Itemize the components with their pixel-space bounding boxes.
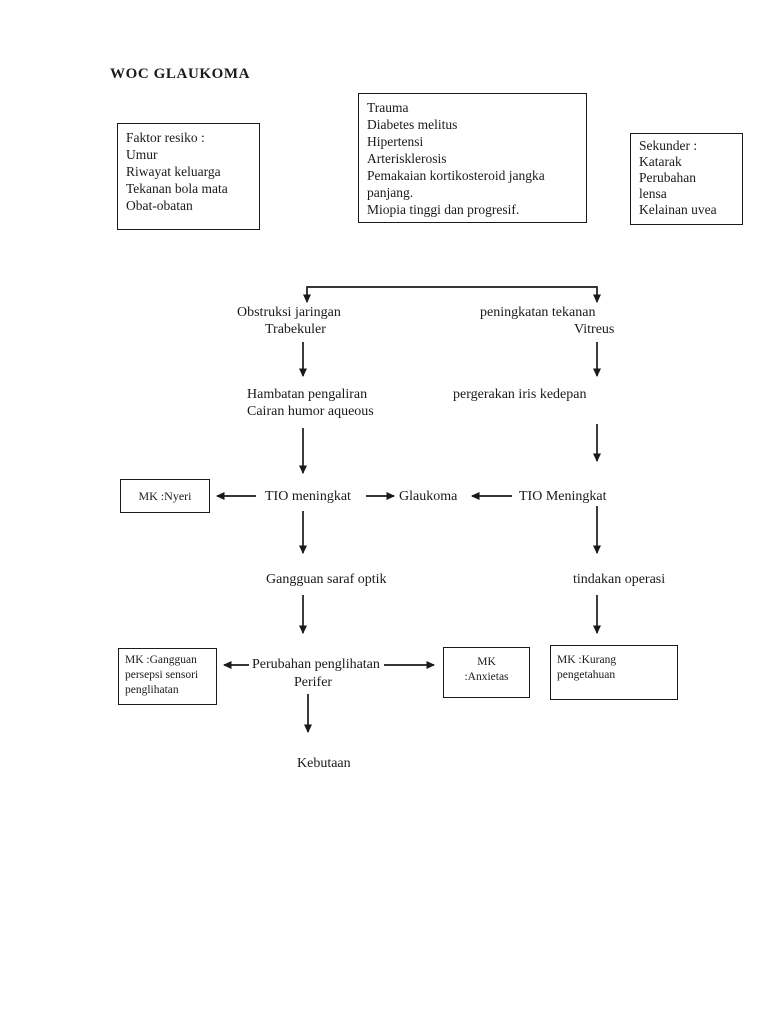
node-tio-meningkat-right: TIO Meningkat bbox=[519, 489, 607, 504]
trigger-factor-line: Diabetes melitus bbox=[367, 117, 458, 132]
risk-factor-line: Umur bbox=[126, 147, 158, 162]
secondary-cause-line: Kelainan uvea bbox=[639, 202, 717, 217]
trigger-factor-line: Pemakaian kortikosteroid jangka panjang. bbox=[367, 168, 545, 200]
arrow-top-bracket bbox=[303, 286, 601, 303]
node-hambatan-pengaliran-line2: Cairan humor aqueous bbox=[247, 404, 374, 419]
node-perubahan-penglihatan: Perubahan penglihatan bbox=[252, 657, 380, 672]
node-kebutaan: Kebutaan bbox=[297, 756, 351, 771]
secondary-cause-line: Perubahan bbox=[639, 170, 696, 185]
trigger-factor-line: Hipertensi bbox=[367, 134, 424, 149]
node-perubahan-penglihatan-line2: Perifer bbox=[294, 675, 333, 690]
trigger-factor-line: Trauma bbox=[367, 100, 409, 115]
mk-gangguan-line: MK :Gangguan bbox=[125, 654, 197, 666]
risk-factor-line: Obat-obatan bbox=[126, 198, 193, 213]
node-hambatan-pengaliran: Hambatan pengaliran bbox=[247, 387, 368, 402]
mk-kurang-line: pengetahuan bbox=[557, 669, 616, 681]
node-tindakan-operasi: tindakan operasi bbox=[573, 572, 666, 587]
mk-anxietas-line: :Anxietas bbox=[464, 671, 509, 683]
mk-nyeri-label: MK :Nyeri bbox=[138, 488, 192, 503]
trigger-factor-line: Miopia tinggi dan progresif. bbox=[367, 202, 520, 217]
risk-factor-line: Riwayat keluarga bbox=[126, 164, 221, 179]
risk-factor-box: Faktor resiko : Umur Riwayat keluarga Te… bbox=[117, 123, 260, 230]
mk-gangguan-line: persepsi sensori bbox=[125, 669, 199, 681]
node-pergerakan-iris: pergerakan iris kedepan bbox=[453, 387, 587, 402]
mk-kurang-pengetahuan-box: MK :Kurang pengetahuan bbox=[550, 645, 678, 700]
secondary-cause-box: Sekunder : Katarak Perubahan lensa Kelai… bbox=[630, 133, 743, 225]
mk-gangguan-persepsi-box: MK :Gangguan persepsi sensori penglihata… bbox=[118, 648, 217, 705]
secondary-cause-line: lensa bbox=[639, 186, 667, 201]
node-obstruksi-jaringan-line2: Trabekuler bbox=[265, 322, 326, 337]
risk-factor-line: Tekanan bola mata bbox=[126, 181, 228, 196]
node-peningkatan-tekanan: peningkatan tekanan bbox=[480, 305, 596, 320]
mk-nyeri-box: MK :Nyeri bbox=[120, 479, 210, 513]
node-obstruksi-jaringan: Obstruksi jaringan bbox=[237, 305, 341, 320]
secondary-cause-line: Sekunder : bbox=[639, 138, 698, 153]
mk-gangguan-line: penglihatan bbox=[125, 684, 179, 696]
node-gangguan-saraf-optik: Gangguan saraf optik bbox=[266, 572, 387, 587]
mk-anxietas-line: MK bbox=[477, 656, 496, 668]
node-tio-meningkat-left: TIO meningkat bbox=[265, 489, 351, 504]
secondary-cause-line: Katarak bbox=[639, 154, 682, 169]
risk-factor-line: Faktor resiko : bbox=[126, 130, 205, 145]
trigger-factor-box: Trauma Diabetes melitus Hipertensi Arter… bbox=[358, 93, 587, 223]
node-glaukoma: Glaukoma bbox=[399, 489, 458, 504]
mk-anxietas-box: MK :Anxietas bbox=[443, 647, 530, 698]
trigger-factor-line: Arterisklerosis bbox=[367, 151, 447, 166]
mk-kurang-line: MK :Kurang bbox=[557, 654, 617, 666]
node-peningkatan-tekanan-line2: Vitreus bbox=[574, 322, 615, 337]
page-title: WOC GLAUKOMA bbox=[110, 66, 251, 82]
